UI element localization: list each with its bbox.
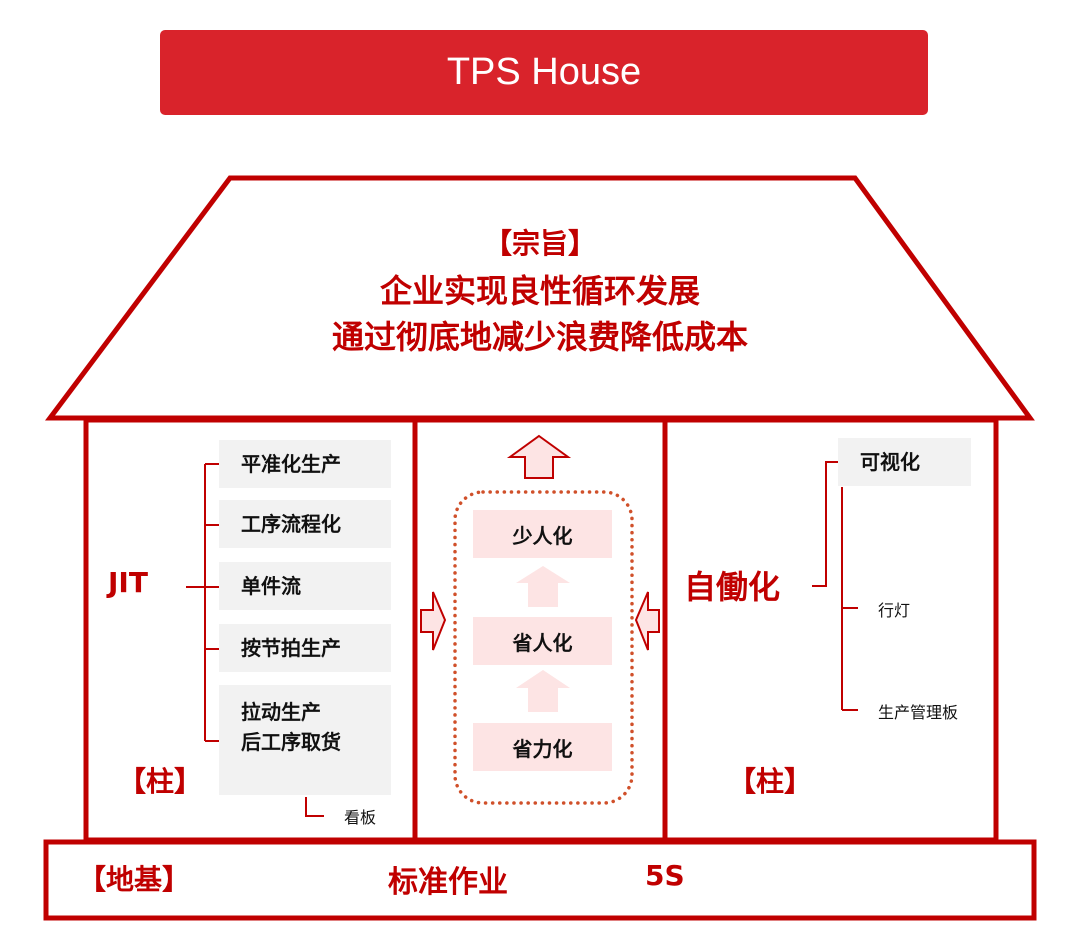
roof-label: 【宗旨】	[483, 227, 596, 260]
production-board-label: 生产管理板	[878, 703, 959, 722]
left-arrow-icon	[634, 591, 660, 651]
jit-item: 按节拍生产	[219, 624, 391, 672]
visualization-item: 可视化	[838, 438, 971, 486]
foundation	[43, 839, 1037, 921]
right-arrow-icon	[420, 591, 447, 651]
jit-label: JIT	[108, 566, 148, 599]
roof-line-2: 通过彻底地减少浪费降低成本	[331, 318, 748, 356]
jidoka-bracket	[812, 461, 858, 711]
jit-item: 单件流	[219, 562, 391, 610]
jit-item: 平准化生产	[219, 440, 391, 488]
up-arrow-icon	[506, 434, 572, 479]
center-item: 省力化	[473, 723, 612, 771]
standard-work-label: 标准作业	[388, 865, 508, 900]
jit-bracket	[186, 463, 324, 817]
light-up-arrow-icon	[516, 566, 570, 607]
center-item: 省人化	[473, 617, 612, 665]
dotted-group	[453, 490, 634, 805]
jit-item-line: 拉动生产	[241, 700, 321, 724]
roof	[45, 175, 1035, 421]
left-pillar-label: 【柱】	[118, 765, 203, 798]
title-banner: TPS House	[160, 30, 928, 115]
right-pillar-label: 【柱】	[728, 765, 813, 798]
foundation-label: 【地基】	[78, 863, 191, 896]
center-item: 少人化	[473, 510, 612, 558]
jit-item-pull: 拉动生产 后工序取货	[219, 685, 391, 795]
light-up-arrow-icon	[516, 670, 570, 712]
jit-item-line: 后工序取货	[241, 730, 341, 754]
andon-label: 行灯	[878, 601, 911, 620]
5s-label: 5S	[645, 859, 685, 892]
kanban-label: 看板	[344, 808, 377, 827]
jidoka-label: 自働化	[684, 568, 781, 606]
jit-item: 工序流程化	[219, 500, 391, 548]
roof-line-1: 企业实现良性循环发展	[379, 272, 700, 310]
